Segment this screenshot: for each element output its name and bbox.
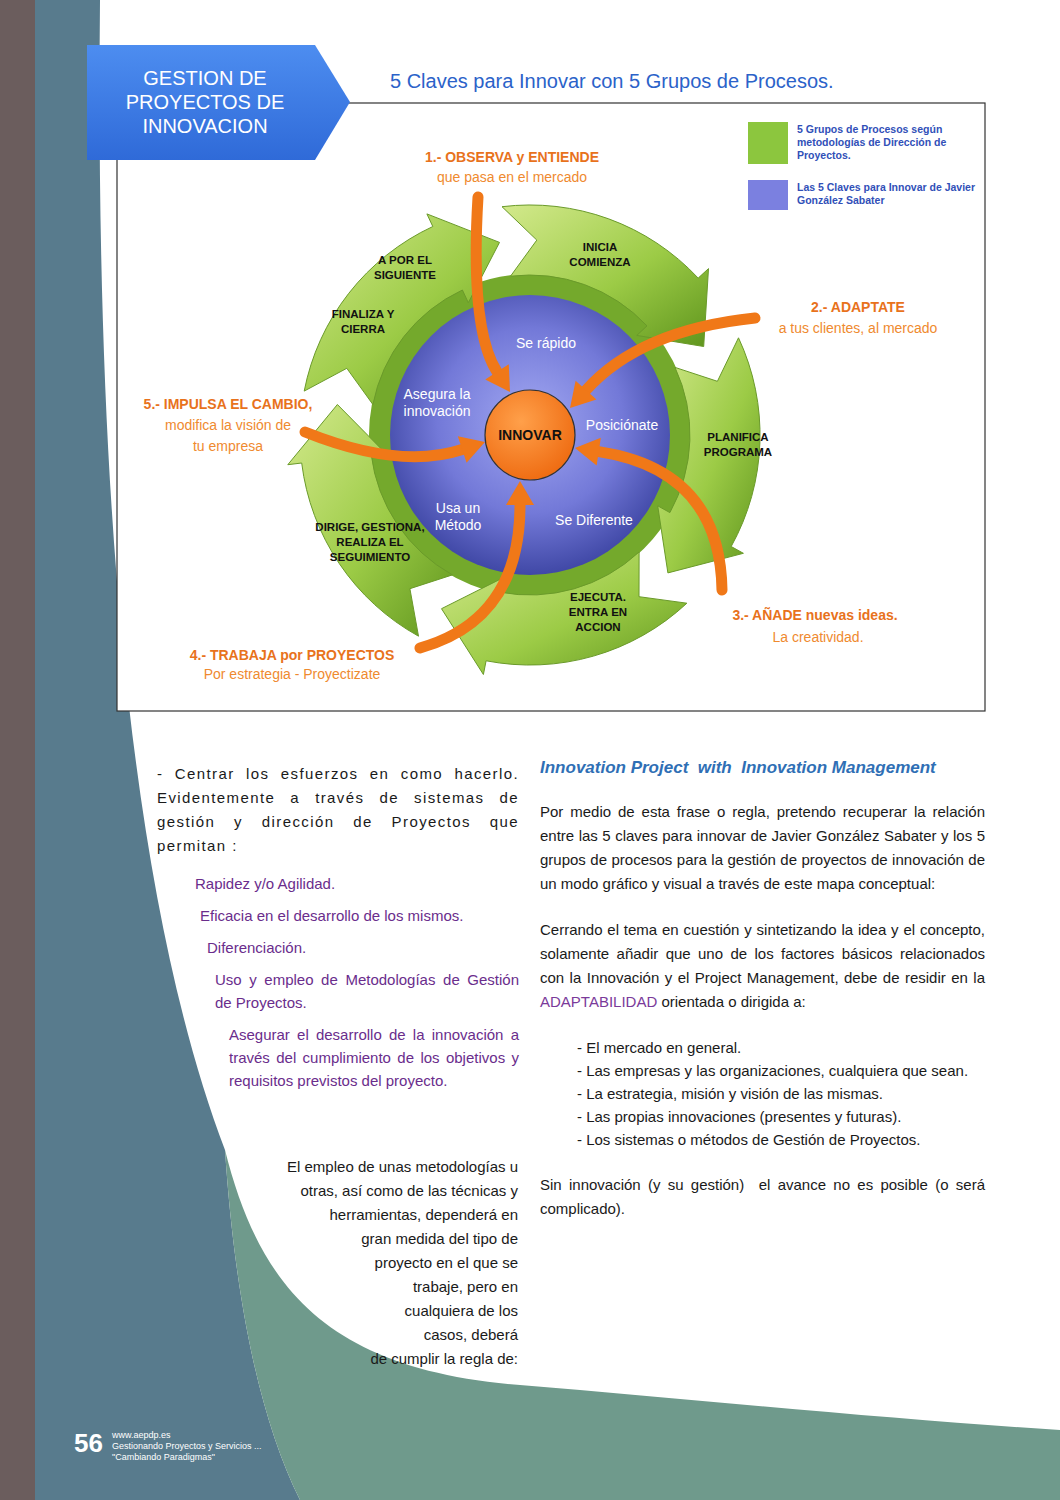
process-group: DIRIGE, GESTIONA, REALIZA EL SEGUIMIENTO — [314, 520, 426, 565]
process-group: INICIA COMIENZA — [554, 240, 646, 270]
list-item: - La estrategia, misión y visión de las … — [577, 1082, 985, 1105]
banner-fill — [87, 45, 350, 160]
key-note: a tus clientes, al mercado — [758, 318, 958, 339]
innovar-circle: INNOVAR — [484, 389, 576, 481]
key-text: Asegura la innovación — [390, 386, 485, 420]
process-text: EJECUTA. ENTRA EN ACCION — [556, 590, 640, 635]
bullet-item: Asegurar el desarrollo de la innovación … — [229, 1023, 519, 1092]
process-text: PLANIFICA PROGRAMA — [692, 430, 784, 460]
text-wrap-guide — [225, 1155, 425, 1345]
footer-text: "Cambiando Paradigmas" — [112, 1452, 215, 1463]
key-heading: 2.- ADAPTATE — [783, 299, 933, 316]
key-arrow-shaft — [305, 432, 462, 457]
process-group: PLANIFICA PROGRAMA — [692, 430, 784, 460]
footer-text: Gestionando Proyectos y Servicios ... — [112, 1441, 262, 1452]
key-arrow-head — [506, 481, 534, 505]
footer-text: www.aepdp.es — [112, 1430, 171, 1441]
list-item: - Las empresas y las organizaciones, cua… — [577, 1059, 985, 1082]
page-band-teal — [225, 1150, 1060, 1500]
page-edge — [0, 0, 35, 1500]
process-group: A POR EL SIGUIENTE FINALIZA Y CIERRA — [325, 250, 455, 345]
diagram-frame — [117, 103, 985, 711]
key-heading: 3.- AÑADE nuevas ideas. — [715, 607, 915, 624]
list: - El mercado en general.- Las empresas y… — [577, 1036, 985, 1151]
bullet-item: Rapidez y/o Agilidad. — [195, 872, 519, 895]
bullet-item: Eficacia en el desarrollo de los mismos. — [200, 904, 519, 927]
keys-circle: Se rápidoPosiciónate Se Diferente Usa un M… — [390, 295, 670, 575]
body-paragraph: Cerrando el tema en cuestión y sintetiza… — [540, 918, 985, 1014]
process-ring — [288, 205, 760, 675]
page-number: 56 — [74, 1428, 103, 1458]
key-arrow-head — [458, 436, 485, 463]
key-arrow-shaft — [586, 318, 755, 390]
banner-text: GESTION DE PROYECTOS DE INNOVACION — [105, 66, 305, 138]
body-text: El empleo de unas metodologías u otras, … — [225, 1155, 518, 1371]
legend-text: 5 Grupos de Procesos según metodologías … — [797, 123, 975, 162]
body-text: Por medio de esta frase o regla, pretend… — [540, 800, 985, 896]
innovar-fill — [485, 390, 575, 480]
process-text: INICIA COMIENZA — [554, 240, 646, 270]
body-text: Cerrando el tema en cuestión y sintetiza… — [540, 921, 985, 986]
key-heading: 4.- TRABAJA por PROYECTOS — [172, 647, 412, 664]
ring-band — [380, 285, 680, 585]
process-group: EJECUTA. ENTRA EN ACCION — [556, 590, 640, 635]
key-arrow-head — [570, 381, 596, 408]
key-arrow-shaft — [476, 197, 497, 372]
bullet-item: Uso y empleo de Metodologías de Gestión … — [215, 968, 519, 1014]
left-column: - Centrar los esfuerzos en como hacerlo.… — [157, 762, 519, 1092]
section-heading: Innovation Project with Innovation Manag… — [540, 758, 985, 778]
body-text: orientada o dirigida a: — [661, 993, 805, 1010]
key-arrow-head — [485, 364, 510, 392]
key-note: Por estrategia - Proyectizate — [172, 664, 412, 685]
key-heading: 5.- IMPULSA EL CAMBIO, — [123, 396, 333, 413]
list-item: - Los sistemas o métodos de Gestión de P… — [577, 1128, 985, 1151]
list-item: - El mercado en general. — [577, 1036, 985, 1059]
highlight-word: ADAPTABILIDAD — [540, 993, 657, 1010]
key-note: La creatividad. — [743, 627, 893, 648]
bullet-item: Diferenciación. — [207, 936, 519, 959]
key-text: Se rápido — [501, 335, 591, 352]
process-text: A POR EL SIGUIENTE — [363, 253, 448, 283]
diagram-title: 5 Claves para Innovar con 5 Grupos de Pr… — [390, 70, 834, 93]
process-text: DIRIGE, GESTIONA, REALIZA EL SEGUIMIENTO — [314, 520, 426, 565]
key-text: Se Diferente — [552, 512, 637, 529]
right-column: Innovation Project with Innovation Manag… — [540, 758, 985, 1221]
legend-swatch — [748, 180, 788, 210]
circle-fill — [390, 295, 670, 575]
key-heading: 1.- OBSERVA y ENTIENDE — [392, 149, 632, 166]
key-text: Posiciónate — [577, 417, 667, 434]
body-text: Sin innovación (y su gestión) el avance … — [540, 1173, 985, 1221]
legend-swatch — [748, 122, 788, 164]
header-banner: GESTION DE PROYECTOS DE INNOVACION — [87, 45, 350, 160]
key-text: Usa un Método — [423, 500, 493, 534]
key-arrow-head — [575, 438, 601, 466]
legend-text: Las 5 Claves para Innovar de Javier Gonz… — [797, 181, 975, 207]
list-item: - Las propias innovaciones (presentes y … — [577, 1105, 985, 1128]
innovar-text: INNOVAR — [486, 427, 574, 443]
process-text: FINALIZA Y CIERRA — [324, 307, 402, 337]
body-text: - Centrar los esfuerzos en como hacerlo.… — [157, 762, 519, 858]
key-note: que pasa en el mercado — [392, 167, 632, 188]
key-note: modifica la visión de tu empresa — [163, 415, 293, 457]
